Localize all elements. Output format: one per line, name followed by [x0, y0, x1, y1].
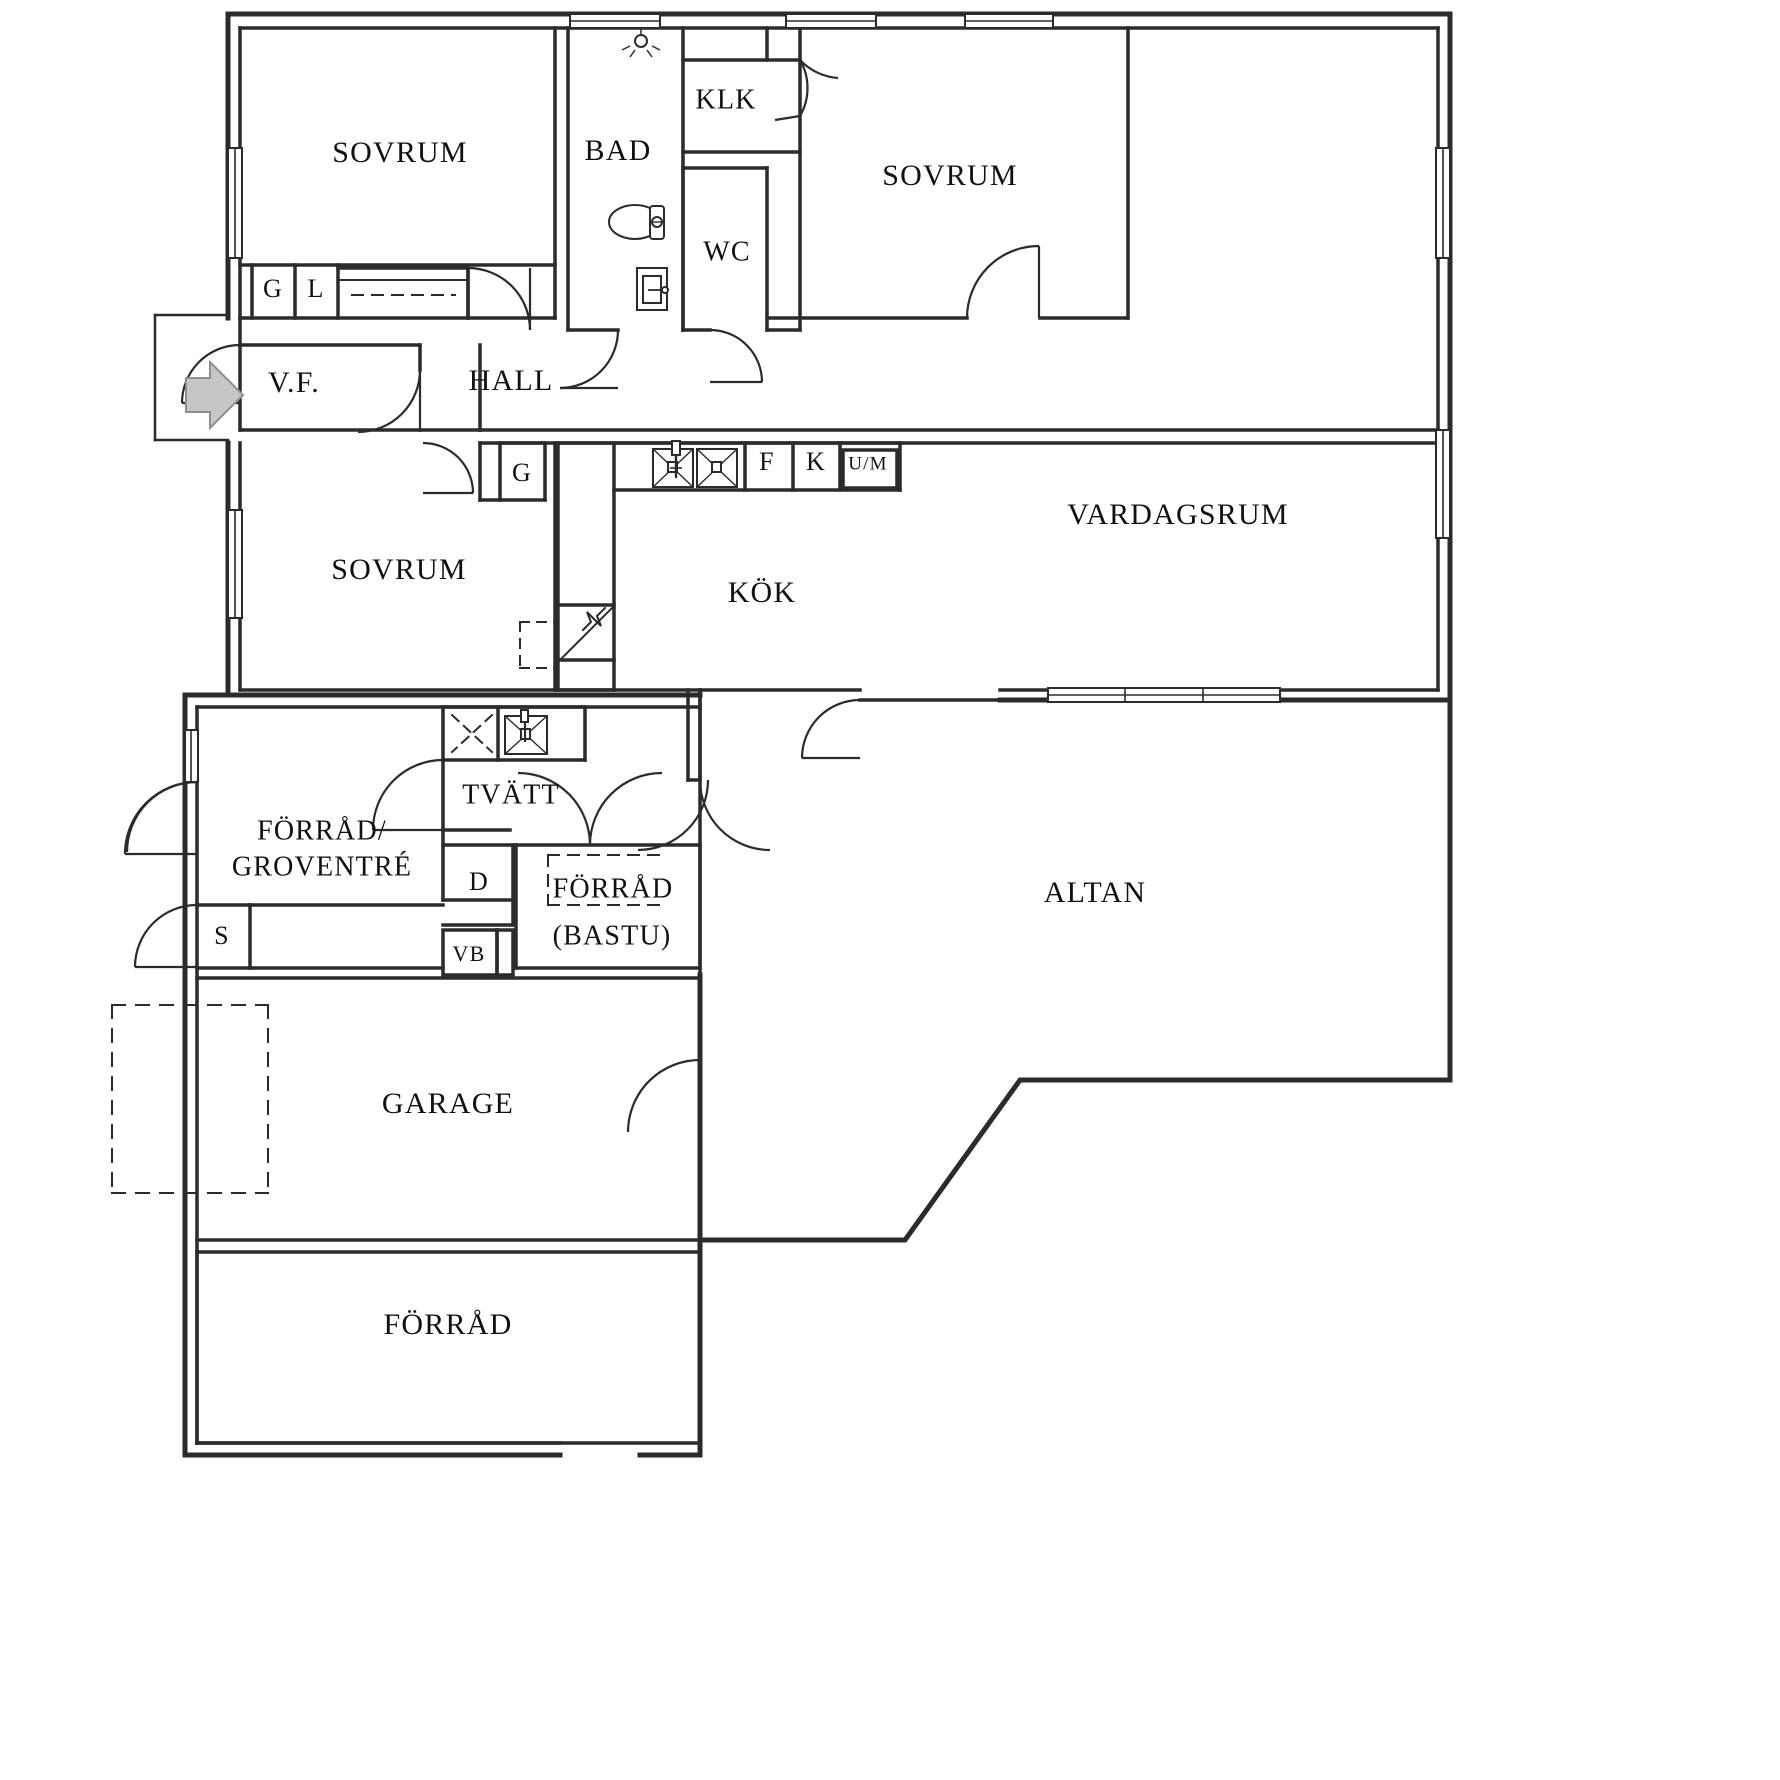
- window-top-bad: [569, 13, 661, 29]
- window-right-sovrum2: [1435, 147, 1451, 259]
- window-left-sovrum3: [227, 509, 243, 619]
- closet-label-f-fridge: F: [759, 447, 775, 476]
- room-label-hall: HALL: [469, 364, 554, 397]
- bath-sink-icon: [636, 267, 669, 311]
- kitchen-faucet-icon: [670, 440, 682, 478]
- closet-label-um-washer: U/M: [848, 453, 888, 474]
- room-label-forrad-bottom: FÖRRÅD: [384, 1308, 513, 1341]
- laundry-sink-icon: [504, 709, 548, 755]
- room-label-klk: KLK: [695, 84, 756, 115]
- room-label-sovrum-1: SOVRUM: [332, 136, 468, 169]
- toilet-icon: [608, 204, 665, 240]
- room-label-layer: SOVRUM BAD KLK WC SOVRUM HALL V.F. SOVRU…: [232, 84, 1289, 1341]
- ceiling-light-icon: [621, 28, 661, 58]
- room-label-altan: ALTAN: [1044, 876, 1147, 909]
- window-top-sovrum2-b: [964, 13, 1054, 29]
- room-label-forrad-groventre-line1: FÖRRÅD/: [257, 815, 387, 846]
- room-label-vardagsrum: VARDAGSRUM: [1067, 498, 1289, 531]
- closet-label-l-upper: L: [307, 274, 324, 303]
- window-left-sovrum1: [227, 147, 243, 259]
- room-label-garage: GARAGE: [382, 1087, 514, 1120]
- room-label-sovrum-2: SOVRUM: [882, 159, 1018, 192]
- window-layer: [184, 13, 1451, 783]
- room-label-forrad-bastu-line2: (BASTU): [553, 920, 672, 951]
- closet-label-k-freezer: K: [806, 447, 826, 476]
- window-top-sovrum2-a: [785, 13, 877, 29]
- window-left-forrad: [184, 729, 199, 783]
- room-label-vf: V.F.: [268, 366, 320, 399]
- room-label-bad: BAD: [585, 134, 652, 167]
- closet-label-vb: VB: [453, 941, 486, 966]
- room-label-forrad-groventre-line2: GROVENTRÉ: [232, 851, 412, 882]
- closet-label-layer: G L G F K U/M D VB S: [214, 274, 888, 966]
- closet-label-s: S: [214, 921, 230, 950]
- closet-label-g-upper: G: [263, 274, 283, 303]
- closet-label-g-kitchen: G: [512, 458, 532, 487]
- room-label-wc: WC: [703, 236, 751, 267]
- entry-arrow-icon: [185, 359, 245, 431]
- room-label-tvatt: TVÄTT: [462, 779, 560, 810]
- window-vardagsrum-patio: [1047, 687, 1281, 703]
- window-right-vardagsrum: [1435, 429, 1451, 539]
- kitchen-sink-right-icon: [696, 448, 738, 488]
- closet-label-d: D: [469, 867, 489, 896]
- room-label-forrad-bastu-line1: FÖRRÅD: [553, 873, 674, 904]
- room-label-sovrum-3: SOVRUM: [331, 553, 467, 586]
- fixture-layer: [504, 28, 738, 755]
- room-label-kok: KÖK: [728, 576, 797, 609]
